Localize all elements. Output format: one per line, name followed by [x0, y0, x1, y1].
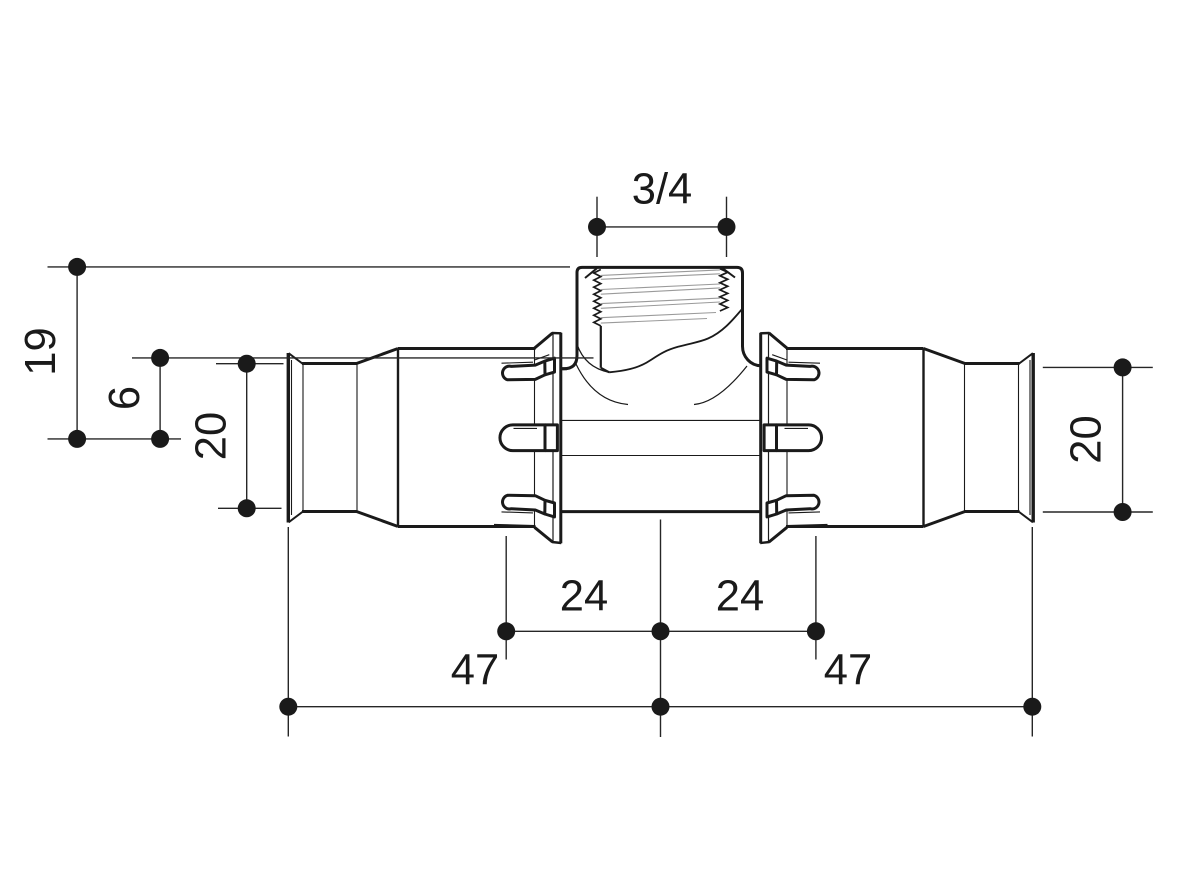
svg-text:24: 24	[716, 573, 764, 621]
svg-text:20: 20	[1063, 415, 1111, 463]
svg-text:47: 47	[451, 647, 499, 695]
svg-text:6: 6	[101, 386, 149, 410]
svg-text:24: 24	[560, 573, 608, 621]
svg-text:20: 20	[187, 412, 235, 460]
svg-text:19: 19	[17, 327, 65, 375]
svg-text:3/4: 3/4	[632, 166, 692, 214]
svg-text:47: 47	[824, 647, 872, 695]
